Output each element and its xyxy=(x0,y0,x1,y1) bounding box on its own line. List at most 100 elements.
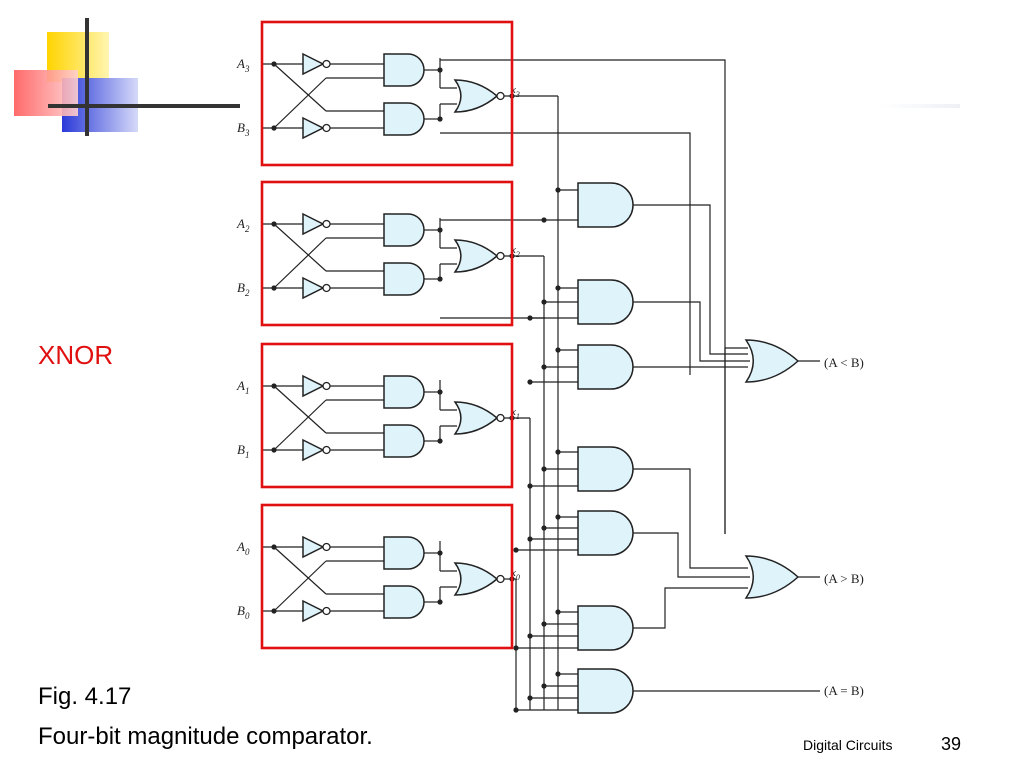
junction-dot xyxy=(527,315,533,321)
input-label-b: B2 xyxy=(237,280,250,298)
not-gate-bubble xyxy=(322,606,331,616)
not-gate xyxy=(302,438,325,462)
nor-gate xyxy=(453,79,499,113)
page-number: 39 xyxy=(941,734,961,754)
junction-dot xyxy=(541,217,547,223)
nor-gate-bubble xyxy=(496,574,505,584)
not-gate-bubble xyxy=(322,59,331,69)
nor-gate-bubble xyxy=(496,413,505,423)
nor-gate-bubble xyxy=(496,91,505,101)
xnor-highlight-box xyxy=(260,342,514,489)
not-gate xyxy=(302,212,325,236)
wire xyxy=(273,77,327,129)
junction-dot xyxy=(513,707,519,713)
junction-dot xyxy=(555,449,561,455)
figure-number: Fig. 4.17 xyxy=(38,683,131,710)
wire xyxy=(273,63,327,112)
input-label-a: A3 xyxy=(236,56,250,74)
not-gate-bubble xyxy=(322,123,331,133)
nor-gate xyxy=(453,562,499,596)
junction-dot xyxy=(541,364,547,370)
and-gate xyxy=(383,585,425,619)
junction-dot xyxy=(555,347,561,353)
xnor-output-label: x2 xyxy=(510,244,520,259)
junction-dot xyxy=(555,609,561,615)
junction-dot xyxy=(527,379,533,385)
nor-gate xyxy=(453,401,499,435)
not-gate-bubble xyxy=(322,283,331,293)
junction-dot xyxy=(527,695,533,701)
xnor-output-label: x3 xyxy=(510,84,520,99)
input-label-b: B1 xyxy=(237,442,249,460)
wire xyxy=(273,399,327,451)
wire xyxy=(273,223,327,272)
and-gate xyxy=(383,536,425,570)
wire xyxy=(273,385,327,434)
or-gate xyxy=(744,555,800,599)
junction-dot xyxy=(541,466,547,472)
and-gate xyxy=(383,213,425,247)
output-label-less-than: (A < B) xyxy=(824,355,864,370)
xnor-highlight-box xyxy=(260,503,514,650)
decorative-logo xyxy=(14,18,960,136)
xnor-output-label: x0 xyxy=(510,567,520,582)
footer-title: Digital Circuits xyxy=(803,737,892,753)
not-gate-bubble xyxy=(322,219,331,229)
not-gate xyxy=(302,535,325,559)
nor-gate-bubble xyxy=(496,251,505,261)
and-gate xyxy=(577,182,634,228)
input-label-a: A0 xyxy=(236,539,250,557)
not-gate-bubble xyxy=(322,381,331,391)
xnor-highlight-box xyxy=(260,180,514,327)
not-gate xyxy=(302,52,325,76)
wire xyxy=(273,237,327,289)
and-gate xyxy=(577,668,634,714)
xnor-output-label: x1 xyxy=(510,406,520,421)
and-gate xyxy=(577,446,634,492)
wire xyxy=(633,587,748,629)
not-gate xyxy=(302,276,325,300)
or-gate xyxy=(744,339,800,383)
nor-gate xyxy=(453,239,499,273)
junction-dot xyxy=(541,683,547,689)
junction-dot xyxy=(513,645,519,651)
wire xyxy=(724,347,748,534)
junction-dot xyxy=(555,671,561,677)
junction-dot xyxy=(555,285,561,291)
wire xyxy=(633,532,750,578)
junction-dot xyxy=(541,299,547,305)
xnor-highlight-box xyxy=(260,20,514,167)
and-gate xyxy=(383,375,425,409)
junction-dot xyxy=(527,633,533,639)
and-gate xyxy=(383,424,425,458)
wire xyxy=(440,132,691,375)
xnor-highlight-boxes xyxy=(260,20,514,650)
and-gate xyxy=(577,279,634,325)
junction-dot xyxy=(527,483,533,489)
junction-dot xyxy=(555,187,561,193)
wire xyxy=(273,560,327,612)
and-gate xyxy=(577,344,634,390)
wire xyxy=(633,468,748,569)
junction-dot xyxy=(513,547,519,553)
input-label-a: A1 xyxy=(236,378,249,396)
wire xyxy=(633,301,750,362)
not-gate xyxy=(302,374,325,398)
wire xyxy=(633,204,748,355)
not-gate-bubble xyxy=(322,445,331,455)
input-label-b: B0 xyxy=(237,603,250,621)
and-gate xyxy=(383,53,425,87)
junction-dot xyxy=(541,525,547,531)
xnor-annotation: XNOR xyxy=(38,340,113,370)
input-label-b: B3 xyxy=(237,120,250,138)
and-gate xyxy=(383,102,425,136)
output-label-greater-than: (A > B) xyxy=(824,571,864,586)
not-gate-bubble xyxy=(322,542,331,552)
not-gate xyxy=(302,116,325,140)
comparator-circuit xyxy=(262,52,820,714)
junction-dot xyxy=(527,536,533,542)
and-gate xyxy=(383,262,425,296)
input-label-a: A2 xyxy=(236,216,250,234)
